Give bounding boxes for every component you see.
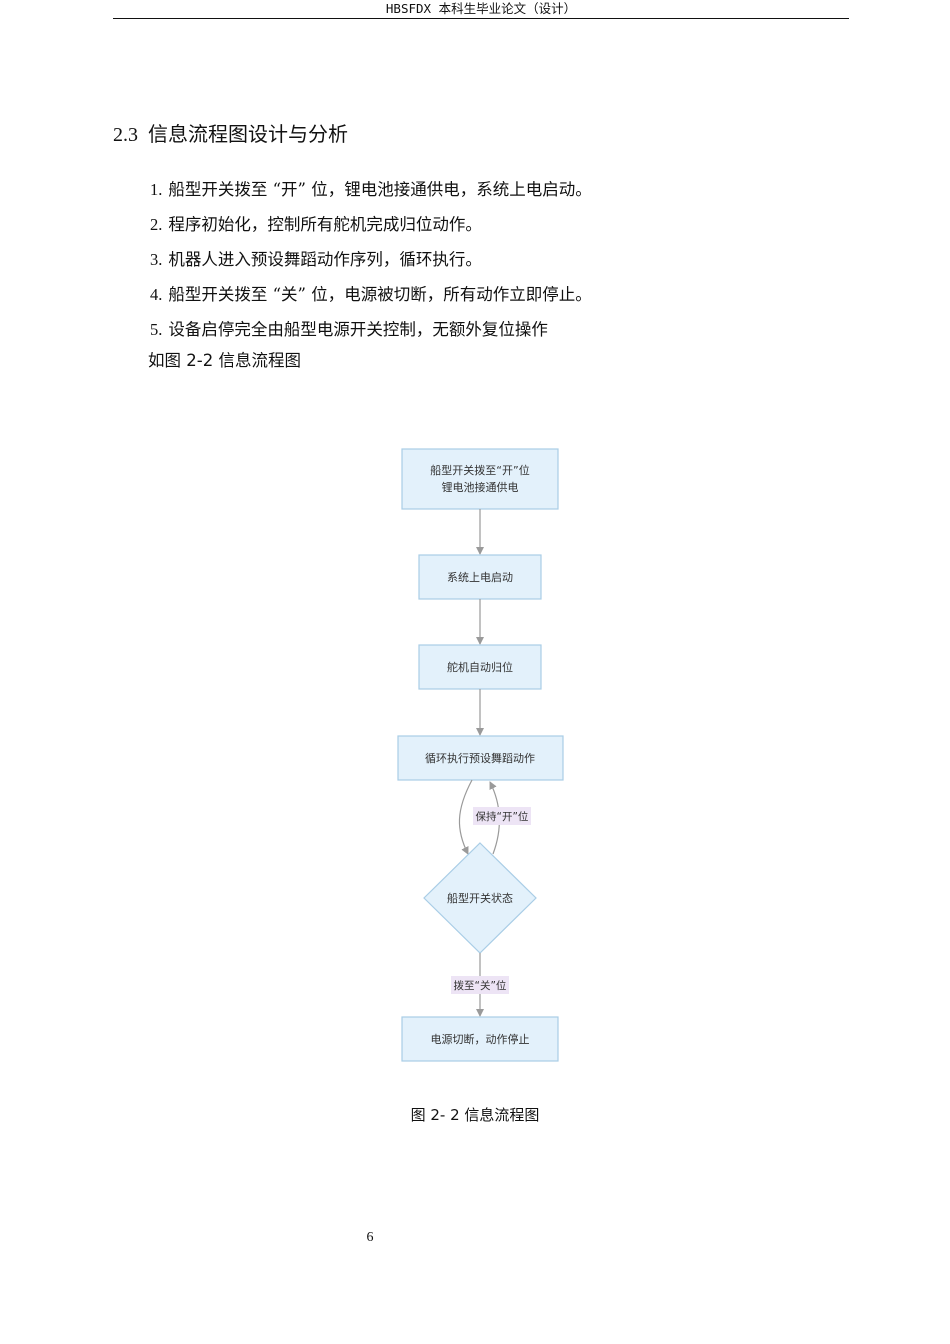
- edge-label-keep-on: 保持“开”位: [476, 810, 529, 823]
- figure-reference: 如图 2-2 信息流程图: [148, 351, 301, 370]
- list-item-number: 1.: [150, 180, 163, 199]
- list-item: 4. 船型开关拨至 “关” 位，电源被切断，所有动作立即停止。: [150, 277, 592, 312]
- list-item: 3. 机器人进入预设舞蹈动作序列，循环执行。: [150, 242, 592, 277]
- list-item-text: 程序初始化，控制所有舵机完成归位动作。: [168, 215, 482, 234]
- edge-label-bg: [451, 976, 509, 994]
- flow-node-dance-loop-label: 循环执行预设舞蹈动作: [425, 751, 535, 765]
- steps-list: 1. 船型开关拨至 “开” 位，锂电池接通供电，系统上电启动。 2. 程序初始化，控…: [150, 172, 592, 347]
- flow-decision-label: 船型开关状态: [447, 891, 513, 905]
- section-heading: 2.3 信息流程图设计与分析: [113, 120, 348, 149]
- page-number: 6: [366, 1230, 374, 1245]
- list-item-text: 设备启停完全由船型电源开关控制，无额外复位操作: [168, 320, 548, 339]
- flow-node-dance-loop: [397, 735, 564, 781]
- list-item-text: 机器人进入预设舞蹈动作序列，循环执行。: [168, 250, 482, 269]
- flow-arrow-to-decision: [458, 779, 473, 855]
- edge-label-turn-off: 拨至“关”位: [454, 979, 507, 992]
- list-item: 1. 船型开关拨至 “开” 位，锂电池接通供电，系统上电启动。: [150, 172, 592, 207]
- edge-label-bg: [473, 807, 531, 825]
- section-number: 2.3: [113, 124, 138, 146]
- list-item-number: 2.: [150, 215, 163, 234]
- flow-node-end-label: 电源切断，动作停止: [431, 1032, 530, 1046]
- flow-node-start-line1: 船型开关拨至“开”位: [430, 463, 529, 477]
- list-item-number: 4.: [150, 285, 163, 304]
- list-item: 2. 程序初始化，控制所有舵机完成归位动作。: [150, 207, 592, 242]
- page-header: HBSFDX 本科生毕业论文（设计）: [113, 0, 849, 19]
- flow-node-start: [401, 448, 559, 510]
- flow-node-servo-home: [418, 644, 542, 690]
- figure-caption: 图 2- 2 信息流程图: [410, 1106, 540, 1124]
- flow-node-servo-home-label: 舵机自动归位: [447, 660, 513, 674]
- list-item-text: 船型开关拨至 “关” 位，电源被切断，所有动作立即停止。: [168, 285, 592, 304]
- flow-node-power-on-label: 系统上电启动: [447, 571, 513, 584]
- list-item-number: 3.: [150, 250, 163, 269]
- list-item: 5. 设备启停完全由船型电源开关控制，无额外复位操作: [150, 312, 592, 347]
- list-item-text: 船型开关拨至 “开” 位，锂电池接通供电，系统上电启动。: [168, 180, 592, 199]
- flowchart: 船型开关拨至“开”位 锂电池接通供电 系统上电启动 舵机自动归位 循环执行预设舞…: [397, 448, 564, 1062]
- flow-node-end: [401, 1016, 559, 1062]
- section-title: 信息流程图设计与分析: [148, 122, 348, 146]
- list-item-number: 5.: [150, 320, 163, 339]
- flow-node-start-line2: 锂电池接通供电: [442, 480, 519, 494]
